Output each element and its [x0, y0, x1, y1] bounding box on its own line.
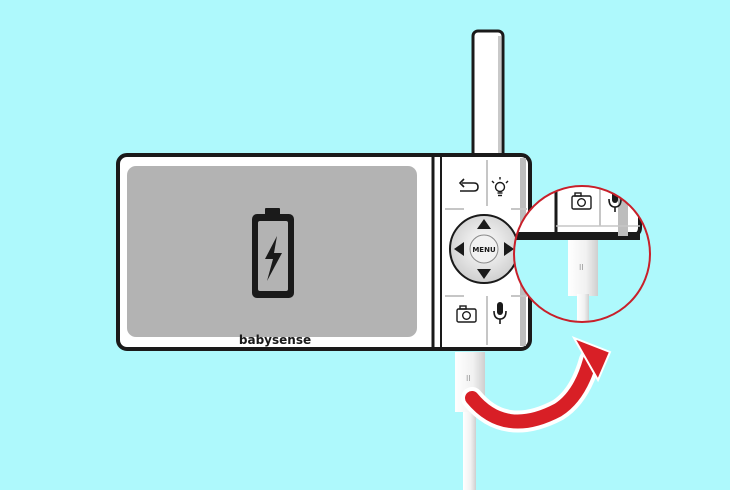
camera-icon [571, 192, 592, 210]
arrow-up-icon[interactable] [477, 219, 491, 229]
control-panel [445, 160, 527, 345]
cable-connector-mark: II [466, 374, 471, 383]
return-arrow-icon [458, 178, 479, 192]
brand-logo: babysense [239, 333, 311, 347]
zoom-callout: II [513, 185, 651, 323]
arrow-down-icon[interactable] [477, 269, 491, 279]
back-button[interactable] [445, 160, 485, 206]
menu-button[interactable]: MENU [472, 246, 496, 254]
microphone-button[interactable] [489, 298, 527, 344]
highlight-circle [513, 185, 651, 323]
navigation-pad[interactable]: MENU [449, 214, 519, 284]
night-light-button[interactable] [489, 160, 527, 206]
charging-cable: II [455, 352, 485, 490]
camera-button[interactable] [445, 298, 485, 344]
arrow-left-icon[interactable] [454, 242, 464, 256]
night-light-bulb-icon [491, 177, 509, 197]
callout-arrow [461, 336, 612, 433]
battery-charging-icon [252, 208, 294, 298]
cable-connector-mark: II [579, 263, 584, 272]
microphone-icon [493, 302, 507, 324]
arrow-right-icon[interactable] [504, 242, 514, 256]
antenna [471, 29, 505, 173]
camera-icon [456, 305, 477, 323]
